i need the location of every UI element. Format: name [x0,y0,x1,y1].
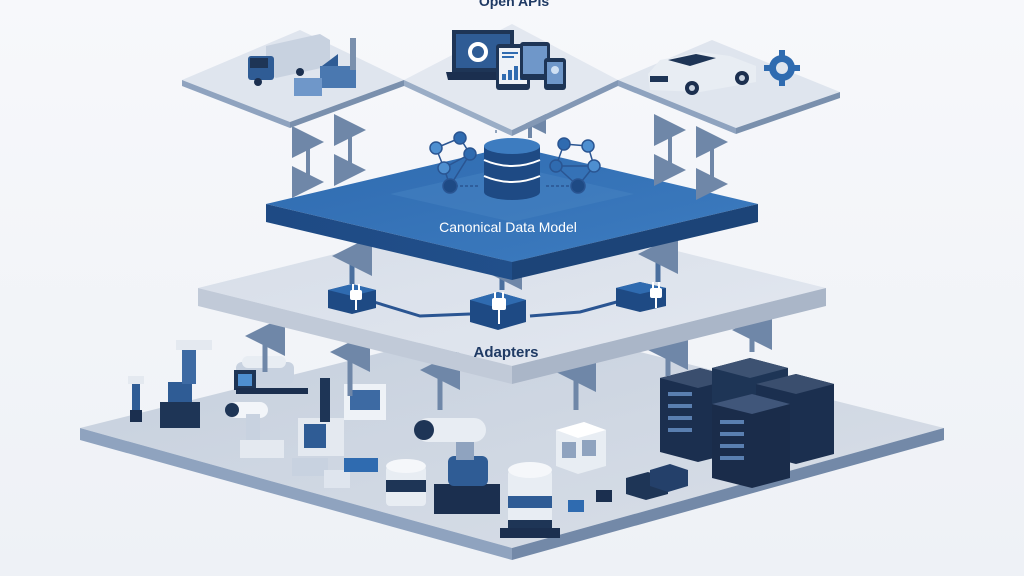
gear-icon [764,50,800,86]
roller-machine-icon [234,356,308,394]
adapters-platform-side-right [512,288,826,384]
canonical-layer: Canonical Data Model [266,102,758,280]
small-devices-icon [292,458,378,488]
sources-platform-side-right [512,428,944,560]
industrial-robot-icon [414,418,500,514]
adapter-cable [373,300,471,318]
plug-adapter-center-icon [470,292,526,330]
network-graph-right-icon [546,137,601,194]
truck-icon [248,34,330,86]
consumers-layer: Open APIs [182,0,840,136]
database-icon [483,138,541,200]
building-icon [556,422,606,474]
storage-cylinder-icon [386,459,426,506]
cdm-label: Canonical Data Model [439,219,577,235]
server-racks-icon [660,358,834,488]
cdm-platform-side-left [266,204,512,280]
open-apis-label: Open APIs [479,0,549,9]
apps-platform [404,24,618,136]
network-graph-left-icon [429,131,480,194]
storage-cylinder-tall-icon [500,462,560,538]
tablet-icon [520,42,550,80]
plug-adapter-right-icon [616,282,666,312]
car-icon [648,52,756,95]
adapters-label: Adapters [473,344,538,361]
sources-layer [80,320,944,560]
adapters-platform-side-left [198,288,512,384]
robot-arm-icon [160,340,212,428]
api-bidirectional-arrows [292,114,728,200]
logistics-platform [182,30,404,128]
cdm-platform-side-right [512,204,758,280]
sources-platform-side-left [80,428,512,560]
automotive-platform [618,40,840,134]
factory-icon [294,38,356,96]
smartphone-icon [544,58,566,90]
source-to-adapter-arrows [245,310,772,410]
plug-adapter-left-icon [328,284,376,314]
device-boxes-icon [568,464,688,512]
sensor-post-icon [128,376,144,422]
robot-arm-white-icon [225,402,284,458]
adapter-cable [529,298,625,318]
